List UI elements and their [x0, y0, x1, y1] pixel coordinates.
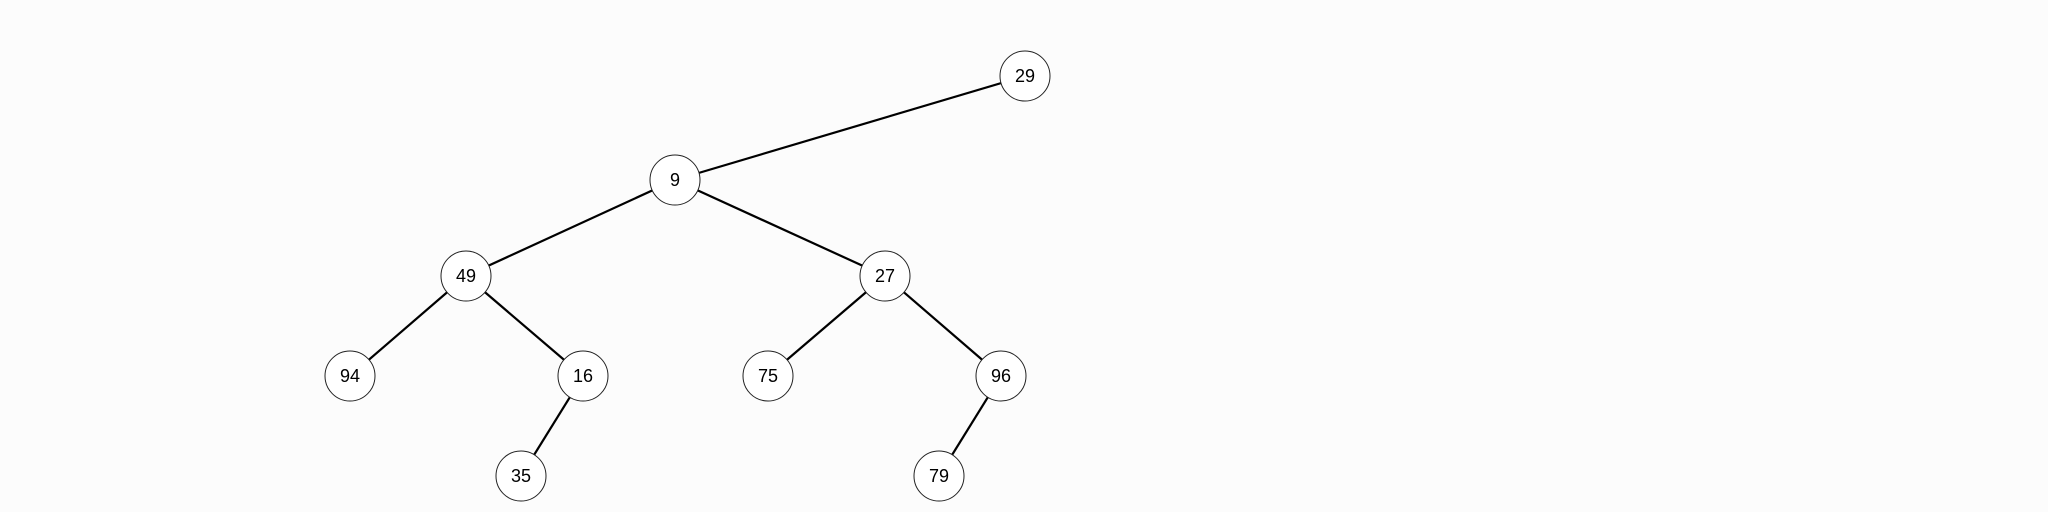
edge-9-27	[674, 178, 886, 278]
node-circle	[913, 450, 965, 502]
tree-node-35: 35	[495, 450, 547, 502]
node-circle	[649, 154, 701, 206]
tree-node-96: 96	[975, 350, 1027, 402]
node-circle	[742, 350, 794, 402]
edge-29-9	[674, 74, 1026, 182]
tree-node-75: 75	[742, 350, 794, 402]
node-label: 94	[340, 366, 360, 386]
node-circle	[440, 250, 492, 302]
edge-27-75	[767, 275, 886, 377]
node-label: 35	[511, 466, 531, 486]
node-label: 79	[929, 466, 949, 486]
node-label: 16	[573, 366, 593, 386]
tree-node-16: 16	[557, 350, 609, 402]
node-circle	[557, 350, 609, 402]
nodes-layer: 29 9 49 27 94 16 75 96 35 79	[324, 50, 1051, 502]
node-label: 96	[991, 366, 1011, 386]
tree-node-49: 49	[440, 250, 492, 302]
edge-27-96	[884, 275, 1002, 377]
node-label: 49	[456, 266, 476, 286]
node-circle	[975, 350, 1027, 402]
node-label: 29	[1015, 66, 1035, 86]
edge-9-49	[465, 179, 676, 277]
node-circle	[324, 350, 376, 402]
node-label: 9	[670, 170, 680, 190]
node-circle	[495, 450, 547, 502]
tree-node-94: 94	[324, 350, 376, 402]
tree-node-79: 79	[913, 450, 965, 502]
edge-49-16	[465, 275, 584, 377]
node-label: 75	[758, 366, 778, 386]
tree-node-29: 29	[999, 50, 1051, 102]
tree-node-9: 9	[649, 154, 701, 206]
tree-node-27: 27	[859, 250, 911, 302]
edges-layer	[349, 74, 1026, 477]
node-circle	[859, 250, 911, 302]
node-circle	[999, 50, 1051, 102]
node-label: 27	[875, 266, 895, 286]
edge-49-94	[349, 275, 467, 377]
